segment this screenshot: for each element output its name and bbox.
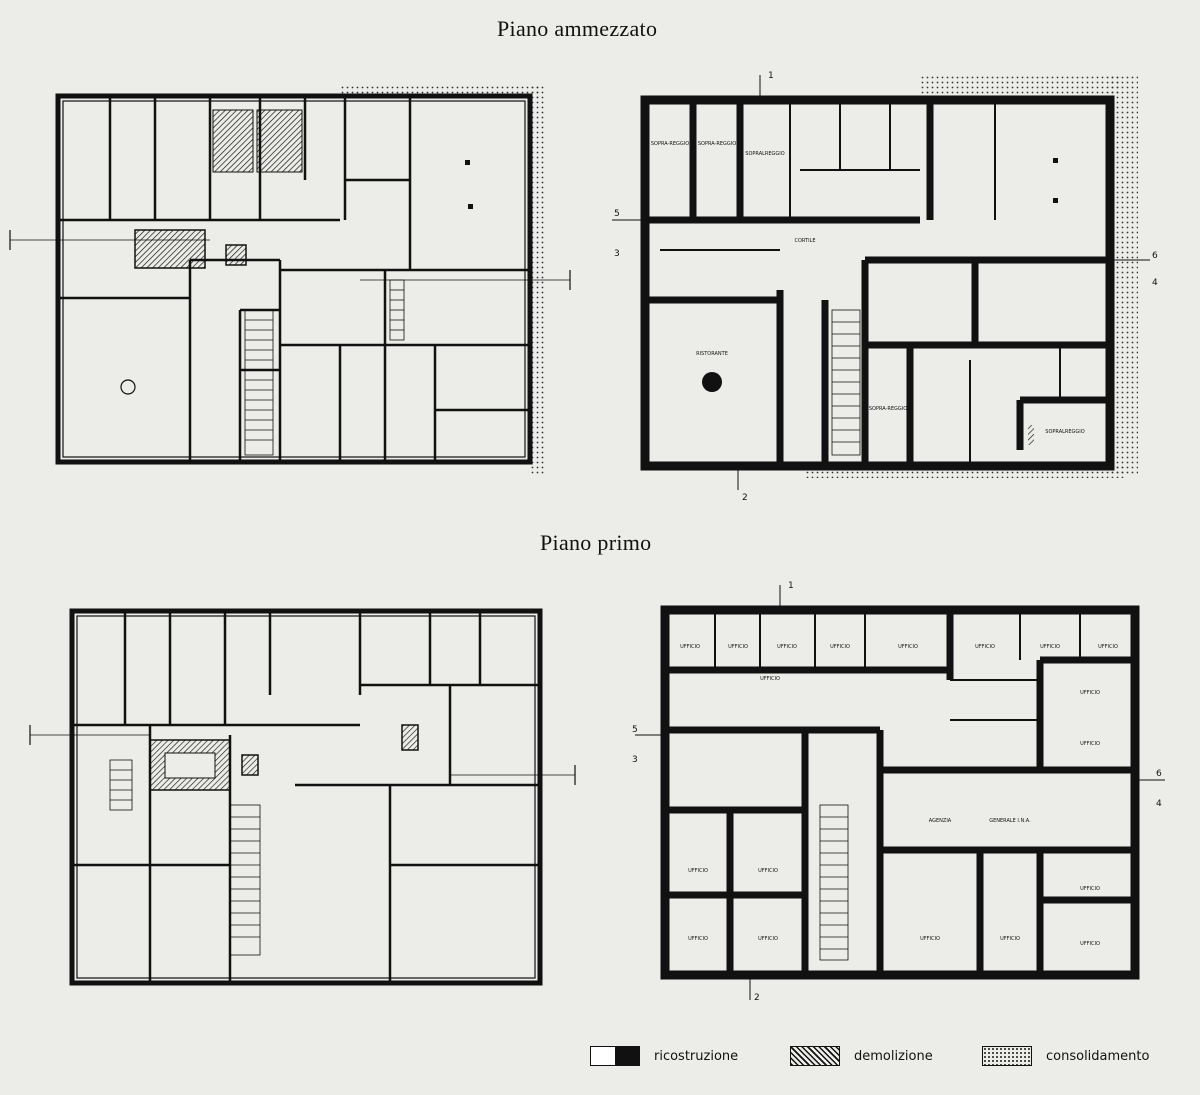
svg-text:4: 4 [1156,799,1162,809]
plan-mezzanine-existing [9,86,571,476]
demolition-zone [401,724,419,751]
svg-text:6: 6 [1156,769,1162,779]
interior-walls-thin [660,100,1061,466]
room-label: UFFICIO [680,644,700,650]
room-label: SOPRA-REGGIO [698,141,736,147]
svg-text:5: 5 [614,209,620,219]
outer-wall-new [640,95,1115,471]
column-marker [120,379,136,395]
legend-item-demolizione: demolizione [790,1046,933,1066]
column-marker [468,204,473,209]
demolition-zone [1028,425,1034,445]
demolition-zone [212,109,254,173]
room-label: SOPRA-REGGIO [651,141,689,147]
room-label: UFFICIO [1080,690,1100,696]
room-label: RISTORANTE [696,351,728,357]
section-cut-5 [9,230,210,250]
room-label: UFFICIO [758,936,778,942]
room-label: UFFICIO [1080,741,1100,747]
column-marker [465,160,470,165]
outer-wall [69,608,543,986]
room-label: UFFICIO [830,644,850,650]
plan-first-new: UFFICIO UFFICIO UFFICIO UFFICIO UFFICIO … [632,581,1165,1003]
interior-walls-thin [714,610,1081,721]
room-label: UFFICIO [760,676,780,682]
legend-item-ricostruzione: ricostruzione [590,1046,738,1066]
svg-text:3: 3 [632,755,638,765]
room-label: UFFICIO [688,936,708,942]
svg-text:3: 3 [614,249,620,259]
staircase [831,309,861,456]
room-label: UFFICIO [920,936,940,942]
section-cut-6 [360,270,571,290]
staircase [109,759,133,811]
demolition-zone [225,244,247,266]
plan-first-existing [29,608,576,986]
title-piano-primo: Piano primo [540,530,652,555]
section-mark-2: 2 [737,466,748,503]
hatched-swatch-icon [790,1046,840,1066]
legend: ricostruzione demolizione consolidamento [590,1046,1180,1076]
consolidation-strip [920,76,1120,94]
svg-text:1: 1 [788,581,794,591]
svg-text:5: 5 [632,725,638,735]
room-label: UFFICIO [1098,644,1118,650]
section-mark-1: 1 [779,581,794,610]
section-mark-2: 2 [749,975,760,1003]
legend-label: consolidamento [1046,1048,1150,1064]
room-label: UFFICIO [1040,644,1060,650]
dotted-swatch-icon [982,1046,1032,1066]
room-label: UFFICIO [975,644,995,650]
legend-label: demolizione [854,1048,933,1064]
room-label: GENERALE I.N.A. [989,818,1031,824]
column-marker [702,372,722,392]
interior-walls-new [645,100,1110,466]
room-label: SOPRA-REGGIO [869,406,907,412]
demolition-zone [256,109,303,173]
column-marker [1053,198,1058,203]
legend-item-consolidamento: consolidamento [982,1046,1149,1066]
room-label: CORTILE [794,238,815,244]
section-mark-3: 5 3 [632,725,665,765]
white-black-swatch-icon [590,1046,640,1066]
svg-text:4: 4 [1152,278,1158,288]
section-cut-5 [29,725,150,745]
room-label: AGENZIA [929,818,952,824]
svg-text:1: 1 [768,71,774,81]
staircase [229,804,261,956]
svg-text:2: 2 [742,493,748,503]
demolition-zone [241,754,259,776]
staircase [819,804,849,961]
column-marker [1053,158,1058,163]
title-piano-ammezzato: Piano ammezzato [497,16,658,41]
room-label: UFFICIO [1080,941,1100,947]
room-label: UFFICIO [898,644,918,650]
svg-text:2: 2 [754,993,760,1003]
legend-label: ricostruzione [654,1048,739,1064]
section-mark-4: 6 4 [1135,769,1165,809]
outer-wall [55,93,533,465]
room-label: UFFICIO [728,644,748,650]
svg-text:6: 6 [1152,251,1158,261]
consolidation-strip [530,86,544,476]
demolition-zone [134,229,206,269]
section-mark-5: 5 3 [612,209,645,259]
staircase [389,279,405,341]
interior-walls-new [665,610,1135,975]
section-cut-6 [450,765,576,785]
staircase [244,309,274,456]
room-label: UFFICIO [758,868,778,874]
room-label: UFFICIO [1080,886,1100,892]
room-label: SOPRALREGGIO [745,151,784,157]
room-label: UFFICIO [777,644,797,650]
plan-mezzanine-new: SOPRA-REGGIO SOPRA-REGGIO SOPRALREGGIO C… [612,71,1158,503]
room-label: UFFICIO [1000,936,1020,942]
section-mark-6: 6 4 [1110,251,1158,288]
outer-wall-new [660,605,1140,980]
interior-walls [72,611,540,983]
room-label: SOPRALREGGIO [1045,429,1084,435]
section-mark-1: 1 [759,71,774,100]
room-label: UFFICIO [688,868,708,874]
